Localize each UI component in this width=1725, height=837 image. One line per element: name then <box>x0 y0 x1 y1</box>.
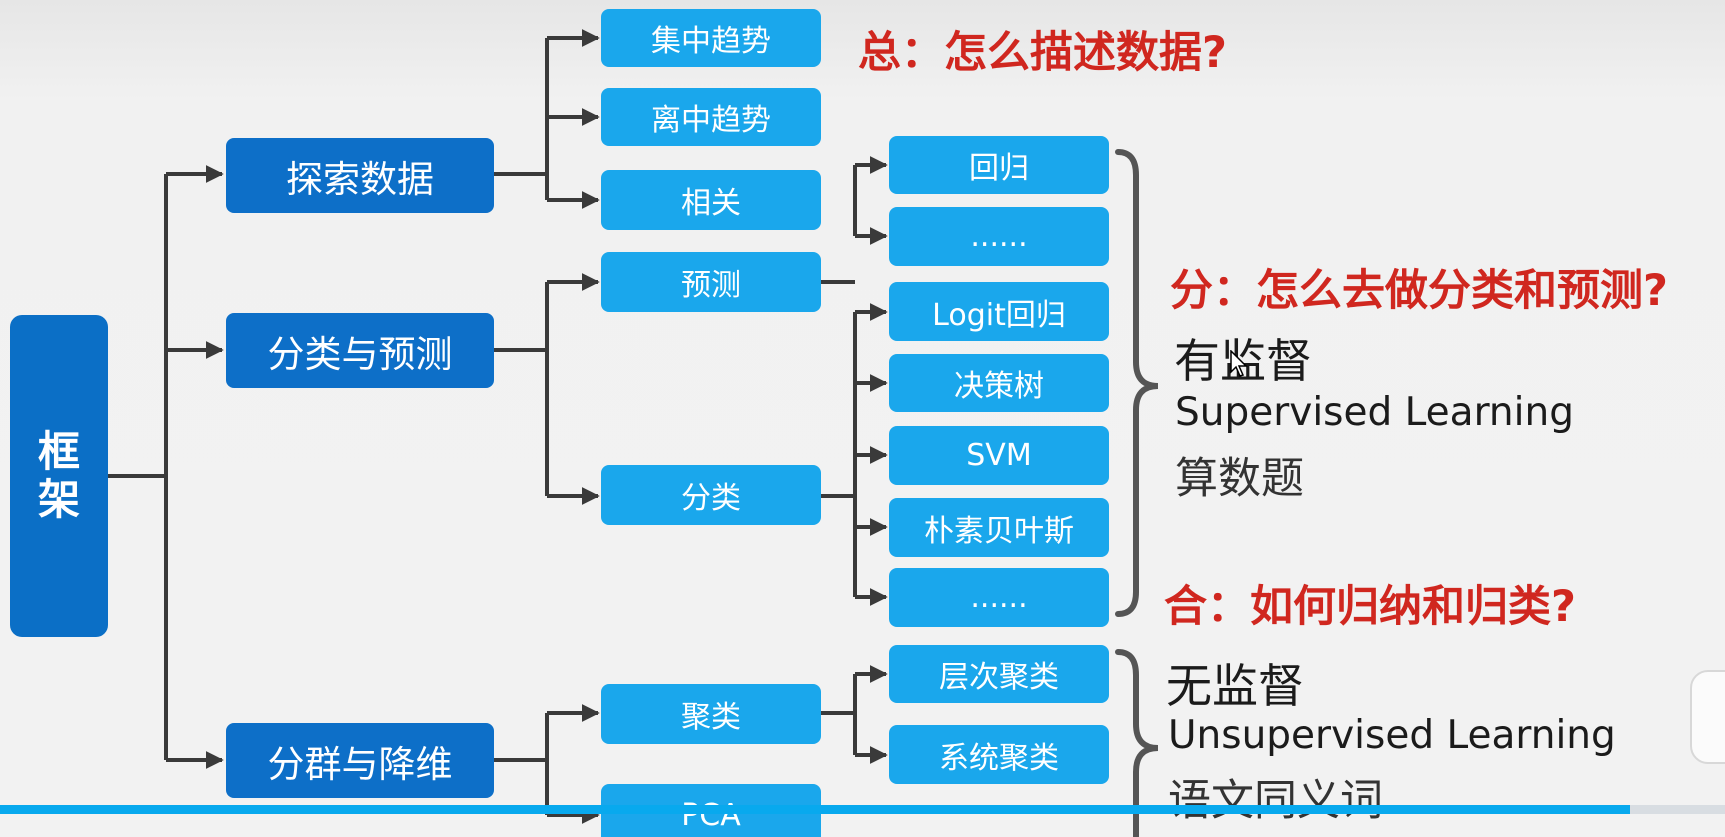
label-unsupervised-learning: Unsupervised Learning <box>1168 713 1616 758</box>
label-supervised: 有监督 <box>1174 334 1312 388</box>
node-naive-bayes: 朴素贝叶斯 <box>889 498 1109 557</box>
node-hierarchical-clustering: 层次聚类 <box>889 645 1109 703</box>
node-correlation: 相关 <box>601 170 821 230</box>
label-supervised-example: 算数题 <box>1175 454 1304 504</box>
mouse-cursor-icon <box>1230 350 1248 377</box>
label-supervised-learning: Supervised Learning <box>1175 390 1574 435</box>
label-unsupervised-example: 语文同义词 <box>1168 776 1383 826</box>
node-pca-label: PCA <box>681 797 741 833</box>
video-progress-fill <box>0 805 1631 814</box>
node-cluster-label: 聚类 <box>681 700 741 735</box>
video-progress-bar[interactable] <box>0 805 1725 814</box>
label-unsupervised: 无监督 <box>1166 659 1304 713</box>
node-dispersion-label: 离中趋势 <box>651 103 771 138</box>
node-logit-regression: Logit回归 <box>889 282 1109 341</box>
node-predict: 预测 <box>601 252 821 312</box>
node-hierarchical-clustering-label: 层次聚类 <box>939 660 1059 695</box>
node-classify-label: 分类 <box>681 481 741 516</box>
node-explore-data-label: 探索数据 <box>286 157 434 201</box>
floating-side-widget[interactable] <box>1690 670 1725 764</box>
node-central-tendency-label: 集中趋势 <box>651 24 771 59</box>
node-systematic-clustering-label: 系统聚类 <box>939 740 1059 776</box>
node-cluster-reduce: 分群与降维 <box>226 723 494 798</box>
node-classify-predict: 分类与预测 <box>226 313 494 388</box>
node-predict-label: 预测 <box>681 268 741 303</box>
node-predict-more-label: ...... <box>970 219 1028 254</box>
root-node-framework: 框架 <box>10 315 108 637</box>
node-dispersion: 离中趋势 <box>601 88 821 146</box>
node-classify-predict-label: 分类与预测 <box>267 332 453 376</box>
node-classify: 分类 <box>601 465 821 525</box>
heading-classify-predict: 分：怎么去做分类和预测? <box>1170 266 1668 316</box>
brace-unsupervised <box>1115 649 1159 837</box>
node-svm-label: SVM <box>966 438 1032 473</box>
node-svm: SVM <box>889 426 1109 485</box>
node-decision-tree: 决策树 <box>889 354 1109 412</box>
node-logit-regression-label: Logit回归 <box>932 297 1066 333</box>
node-regression-label: 回归 <box>969 151 1029 186</box>
node-central-tendency: 集中趋势 <box>601 9 821 67</box>
node-predict-more: ...... <box>889 207 1109 266</box>
node-cluster-reduce-label: 分群与降维 <box>267 742 453 786</box>
node-classify-more: ...... <box>889 568 1109 627</box>
node-regression: 回归 <box>889 136 1109 194</box>
node-cluster: 聚类 <box>601 684 821 744</box>
root-node-label: 框架 <box>37 426 80 524</box>
node-decision-tree-label: 决策树 <box>954 369 1044 404</box>
node-systematic-clustering: 系统聚类 <box>889 725 1109 784</box>
heading-group-cluster: 合：如何归纳和归类? <box>1164 582 1576 632</box>
node-classify-more-label: ...... <box>970 580 1028 615</box>
node-naive-bayes-label: 朴素贝叶斯 <box>924 513 1074 549</box>
node-explore-data: 探索数据 <box>226 138 494 213</box>
node-correlation-label: 相关 <box>681 186 741 221</box>
heading-describe-data: 总：怎么描述数据? <box>858 28 1227 78</box>
brace-supervised <box>1115 149 1159 617</box>
